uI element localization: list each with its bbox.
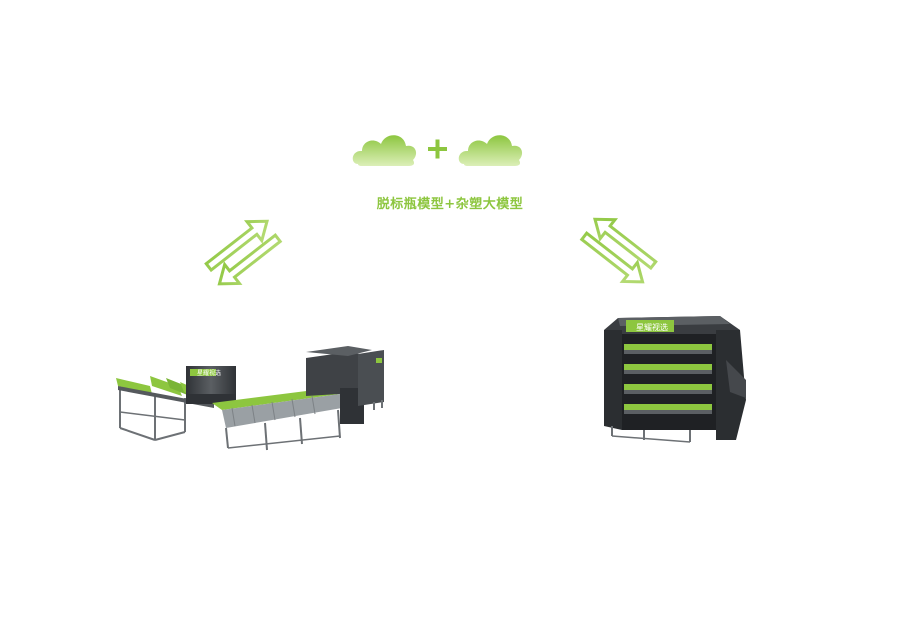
vision-cabinet-small: 星耀视选 (186, 366, 236, 404)
logo-badge (626, 320, 674, 332)
conveyor-sorting-machine: 星耀视选 (116, 346, 384, 451)
cloud-icon (352, 135, 417, 166)
bidirectional-arrow-icon (204, 219, 283, 286)
sorting-layer (624, 384, 712, 394)
bidirectional-arrow-icon (579, 217, 658, 284)
cloud-icon (458, 135, 523, 166)
machine-logo-text: 星耀视选 (197, 369, 221, 377)
plus-icon (428, 139, 447, 159)
machine-logo-text: 星耀视选 (636, 322, 668, 332)
diagram-caption: 脱标瓶模型+杂塑大模型 (376, 197, 524, 212)
sorting-layer (624, 404, 712, 414)
sorting-layer (624, 364, 712, 374)
vision-scanner-hood (306, 346, 384, 424)
multi-layer-sorting-machine: 星耀视选 (604, 316, 746, 443)
sorting-layer (624, 344, 712, 354)
